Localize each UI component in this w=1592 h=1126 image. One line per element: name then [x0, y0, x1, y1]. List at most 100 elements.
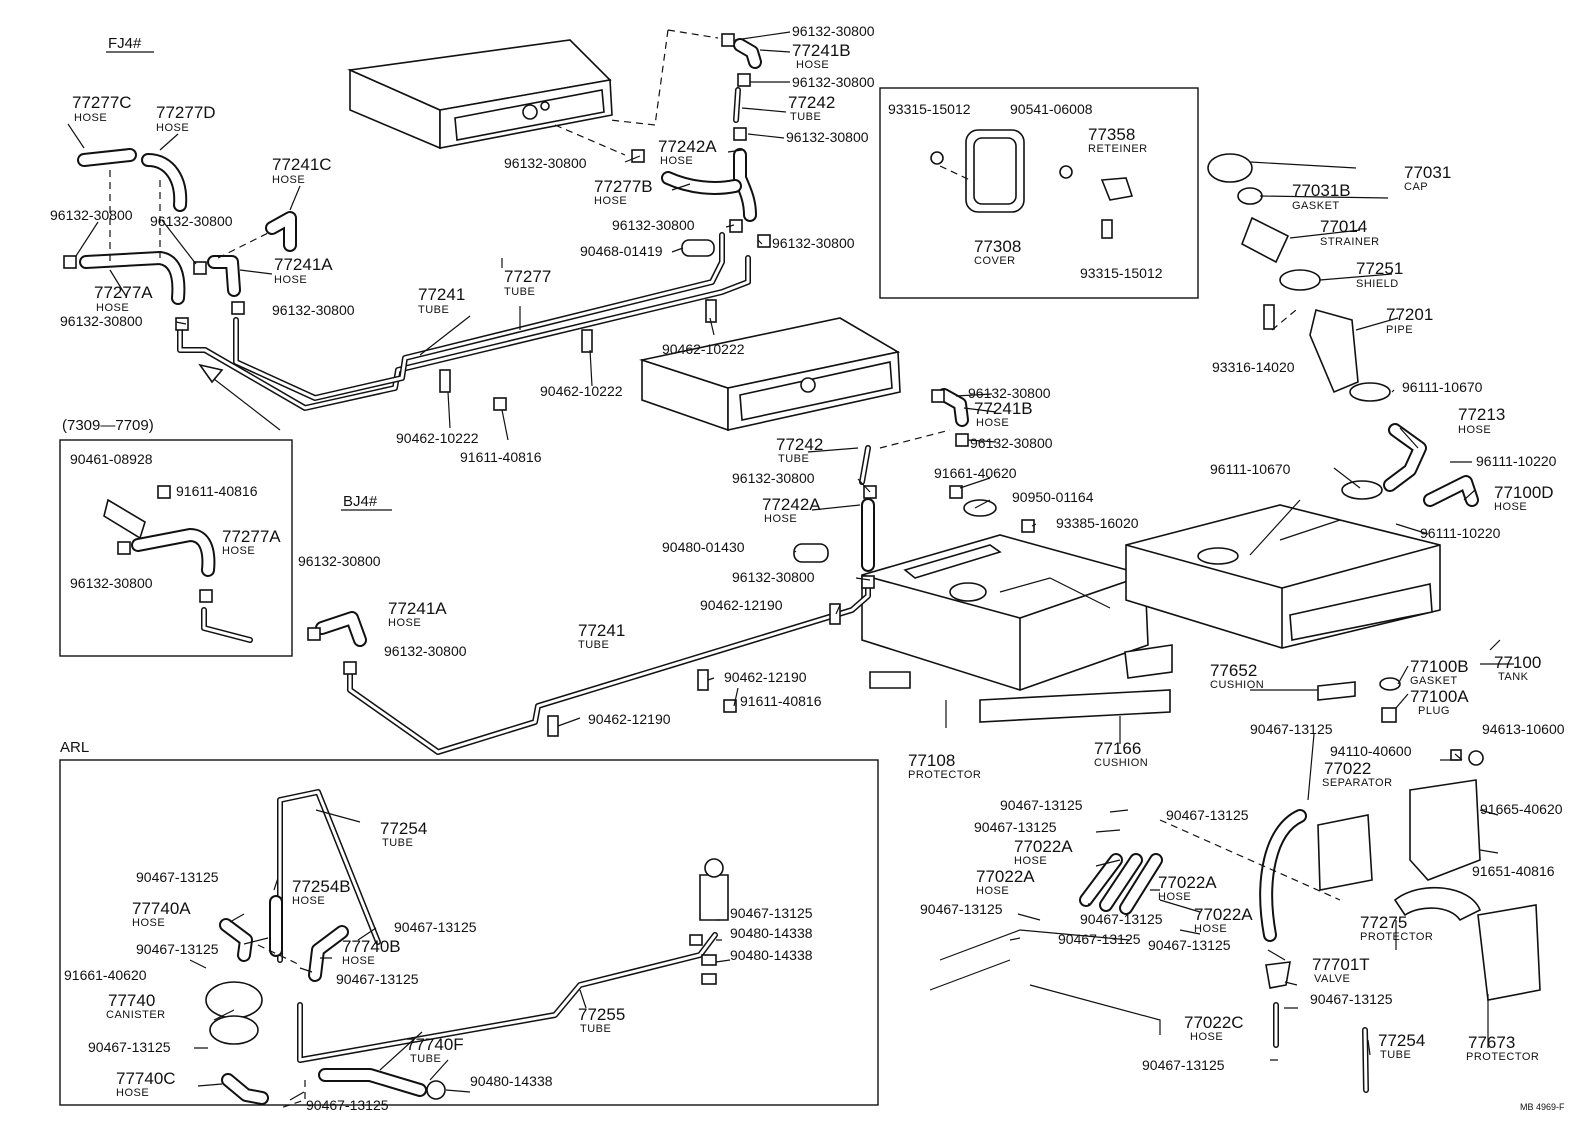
label-77275-name: PROTECTOR — [1360, 931, 1433, 943]
label-96132-d: 96132-30800 — [60, 313, 143, 329]
label-77251-num: 77251 — [1356, 259, 1403, 278]
label-77241c-name: HOSE — [272, 174, 305, 186]
label-90467-l: 90467-13125 — [394, 919, 477, 935]
label-77277d-name: HOSE — [156, 122, 189, 134]
label-77740a-num: 77740A — [132, 899, 191, 918]
label-77100b-num: 77100B — [1410, 657, 1469, 676]
label-77241-mid-name: TUBE — [578, 639, 609, 651]
label-77652-name: CUSHION — [1210, 679, 1264, 691]
label-90467-g: 90467-13125 — [1058, 931, 1141, 947]
label-96111-c: 96111-10220 — [1476, 453, 1557, 469]
label-90462-e: 90462-12190 — [724, 669, 807, 685]
label-90467-b: 90467-13125 — [1000, 797, 1083, 813]
separator-area-drawing — [929, 677, 1541, 1093]
label-77254-right-name: TUBE — [1380, 1049, 1411, 1061]
label-77166-num: 77166 — [1094, 739, 1141, 758]
label-77277b-num: 77277B — [594, 177, 653, 196]
label-77022a-3-num: 77022A — [1158, 873, 1217, 892]
label-90467-o: 90467-13125 — [336, 971, 419, 987]
label-91661-a: 91661-40620 — [934, 465, 1017, 481]
label-96132-p: 96132-30800 — [384, 643, 467, 659]
label-90462-d: 90462-12190 — [700, 597, 783, 613]
label-77242-top-name: TUBE — [790, 111, 821, 123]
label-90462-f: 90462-12190 — [588, 711, 671, 727]
label-90467-q: 90467-13125 — [306, 1097, 389, 1113]
label-96132-l: 96132-30800 — [970, 435, 1053, 451]
label-77241a-top-name: HOSE — [274, 274, 307, 286]
label-96132-h: 96132-30800 — [504, 155, 587, 171]
label-77254-arl-num: 77254 — [380, 819, 427, 838]
label-77277-name: TUBE — [504, 286, 535, 298]
label-77308-num: 77308 — [974, 237, 1021, 256]
label-96132-g: 96132-30800 — [786, 129, 869, 145]
label-77100a-name: PLUG — [1418, 705, 1450, 717]
label-77241b-top-num: 77241B — [792, 41, 851, 60]
label-90468: 90468-01419 — [580, 243, 663, 259]
label-96132-n: 96132-30800 — [732, 569, 815, 585]
label-93315-b: 93315-15012 — [1080, 265, 1163, 281]
label-96132-e: 96132-30800 — [792, 23, 875, 39]
label-77277a-inset-name: HOSE — [222, 545, 255, 557]
label-90467-a: 90467-13125 — [1250, 721, 1333, 737]
serial-range-inset-drawing — [103, 485, 253, 643]
main-fuel-tank-drawing — [861, 534, 1173, 723]
label-77031b-num: 77031B — [1292, 181, 1351, 200]
label-90467-e: 90467-13125 — [920, 901, 1003, 917]
label-77242-top-num: 77242 — [788, 93, 835, 112]
label-77254-right-num: 77254 — [1378, 1031, 1425, 1050]
label-77022a-1-name: HOSE — [1014, 855, 1047, 867]
label-90467-d: 90467-13125 — [974, 819, 1057, 835]
label-77022c-name: HOSE — [1190, 1031, 1223, 1043]
label-90480-b: 90480-14338 — [730, 925, 813, 941]
label-77031b-name: GASKET — [1292, 200, 1340, 212]
label-77740f-num: 77740F — [406, 1035, 464, 1054]
label-90462-b: 90462-10222 — [540, 383, 623, 399]
label-77108-num: 77108 — [908, 751, 955, 770]
label-90467-p: 90467-13125 — [88, 1039, 171, 1055]
label-77673-name: PROTECTOR — [1466, 1051, 1539, 1063]
label-77701t-num: 77701T — [1312, 955, 1370, 974]
label-77254b-num: 77254B — [292, 877, 351, 896]
section-label-fj4: FJ4# — [108, 35, 142, 52]
label-77255-name: TUBE — [580, 1023, 611, 1035]
label-77022c-num: 77022C — [1184, 1013, 1244, 1032]
label-77308-name: COVER — [974, 255, 1016, 267]
label-77740b-num: 77740B — [342, 937, 401, 956]
label-77242a-mid-num: 77242A — [762, 495, 821, 514]
label-96111-d: 96111-10220 — [1420, 525, 1501, 541]
label-77022a-4-name: HOSE — [1194, 923, 1227, 935]
label-90467-i: 90467-13125 — [1310, 991, 1393, 1007]
cover-inset-drawing — [930, 129, 1134, 239]
label-77022a-2-name: HOSE — [976, 885, 1009, 897]
label-90480-d: 90480-14338 — [470, 1073, 553, 1089]
clamp-glyphs-top — [63, 33, 771, 411]
clamp-glyphs-mid — [307, 389, 1035, 737]
grommet-90468-shape — [681, 239, 715, 257]
label-77100d-name: HOSE — [1494, 501, 1527, 513]
label-96111-b: 96111-10670 — [1210, 461, 1291, 477]
label-94613: 94613-10600 — [1482, 721, 1565, 737]
label-77251-name: SHIELD — [1356, 278, 1399, 290]
label-96132-c: 96132-30800 — [272, 302, 355, 318]
label-77701t-name: VALVE — [1314, 973, 1350, 985]
label-96111-a: 96111-10670 — [1402, 379, 1483, 395]
label-77277a-inset-num: 77277A — [222, 527, 281, 546]
label-90467-j: 90467-13125 — [1142, 1057, 1225, 1073]
label-90467-n: 90467-13125 — [136, 941, 219, 957]
label-77740f-name: TUBE — [410, 1053, 441, 1065]
label-77241-top-name: TUBE — [418, 304, 449, 316]
label-77241b-mid-num: 77241B — [974, 399, 1033, 418]
label-77277d-num: 77277D — [156, 103, 216, 122]
label-90462-c: 90462-10222 — [396, 430, 479, 446]
filler-neck-drawing — [1207, 153, 1479, 507]
grommet-90480-01430-shape — [793, 543, 829, 563]
label-96132-b: 96132-30800 — [150, 213, 233, 229]
label-90467-k: 90467-13125 — [136, 869, 219, 885]
label-90462-a: 90462-10222 — [662, 341, 745, 357]
label-77213-name: HOSE — [1458, 424, 1491, 436]
label-77242-mid-name: TUBE — [778, 453, 809, 465]
label-77241a-mid-num: 77241A — [388, 599, 447, 618]
upper-fuel-tank-drawing — [347, 39, 613, 150]
